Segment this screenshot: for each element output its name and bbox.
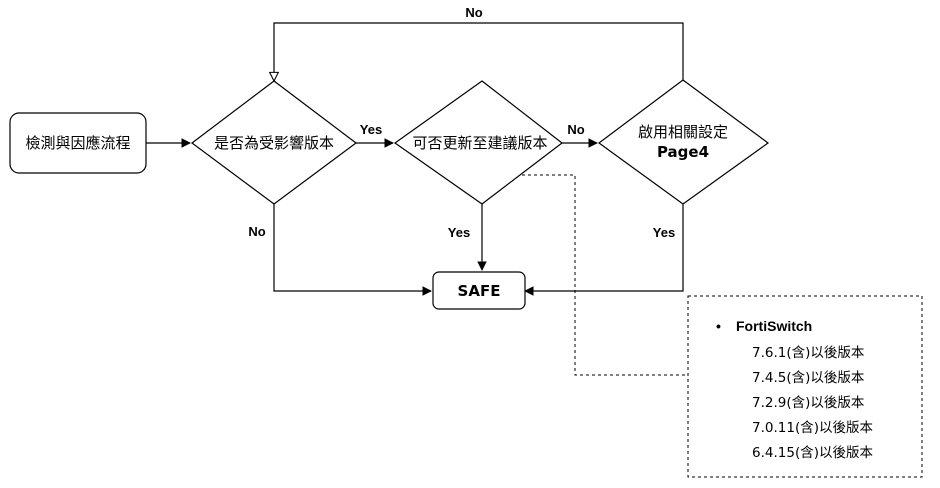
edge-affected-no [273, 204, 432, 296]
edge-label-enable-yes: Yes [653, 225, 675, 240]
note-item: 7.4.5(含)以後版本 [752, 370, 865, 386]
edge-label-update-yes: Yes [448, 225, 470, 240]
decision-enable-label-2: Page4 [657, 143, 709, 161]
note-item: 7.0.11(含)以後版本 [752, 420, 873, 436]
safe-node [432, 271, 526, 310]
edge-label-update-no: No [567, 122, 584, 137]
start-label: 檢測與因應流程 [25, 134, 130, 152]
version-note-box [687, 295, 923, 478]
safe-label: SAFE [458, 282, 501, 300]
note-bullet: • [716, 318, 721, 334]
note-item: 6.4.15(含)以後版本 [752, 445, 873, 461]
edge-label-no-top: No [465, 5, 482, 20]
note-item: 7.6.1(含)以後版本 [752, 345, 865, 361]
decision-enable [597, 79, 770, 205]
edge-label-affected-no: No [248, 224, 265, 239]
start-node [9, 112, 147, 174]
decision-enable-label-1: 啟用相關設定 [638, 123, 728, 141]
decision-update [393, 80, 563, 205]
note-item: 7.2.9(含)以後版本 [752, 395, 865, 411]
note-title: FortiSwitch [736, 318, 812, 334]
decision-affected-label: 是否為受影響版本 [214, 134, 334, 152]
edge-label-affected-yes: Yes [360, 122, 382, 137]
decision-update-label: 可否更新至建議版本 [412, 134, 547, 152]
note-connector [522, 174, 688, 376]
decision-affected [190, 80, 358, 205]
edge-enable-yes [524, 204, 684, 296]
edge-enable-no-loop [274, 22, 684, 81]
